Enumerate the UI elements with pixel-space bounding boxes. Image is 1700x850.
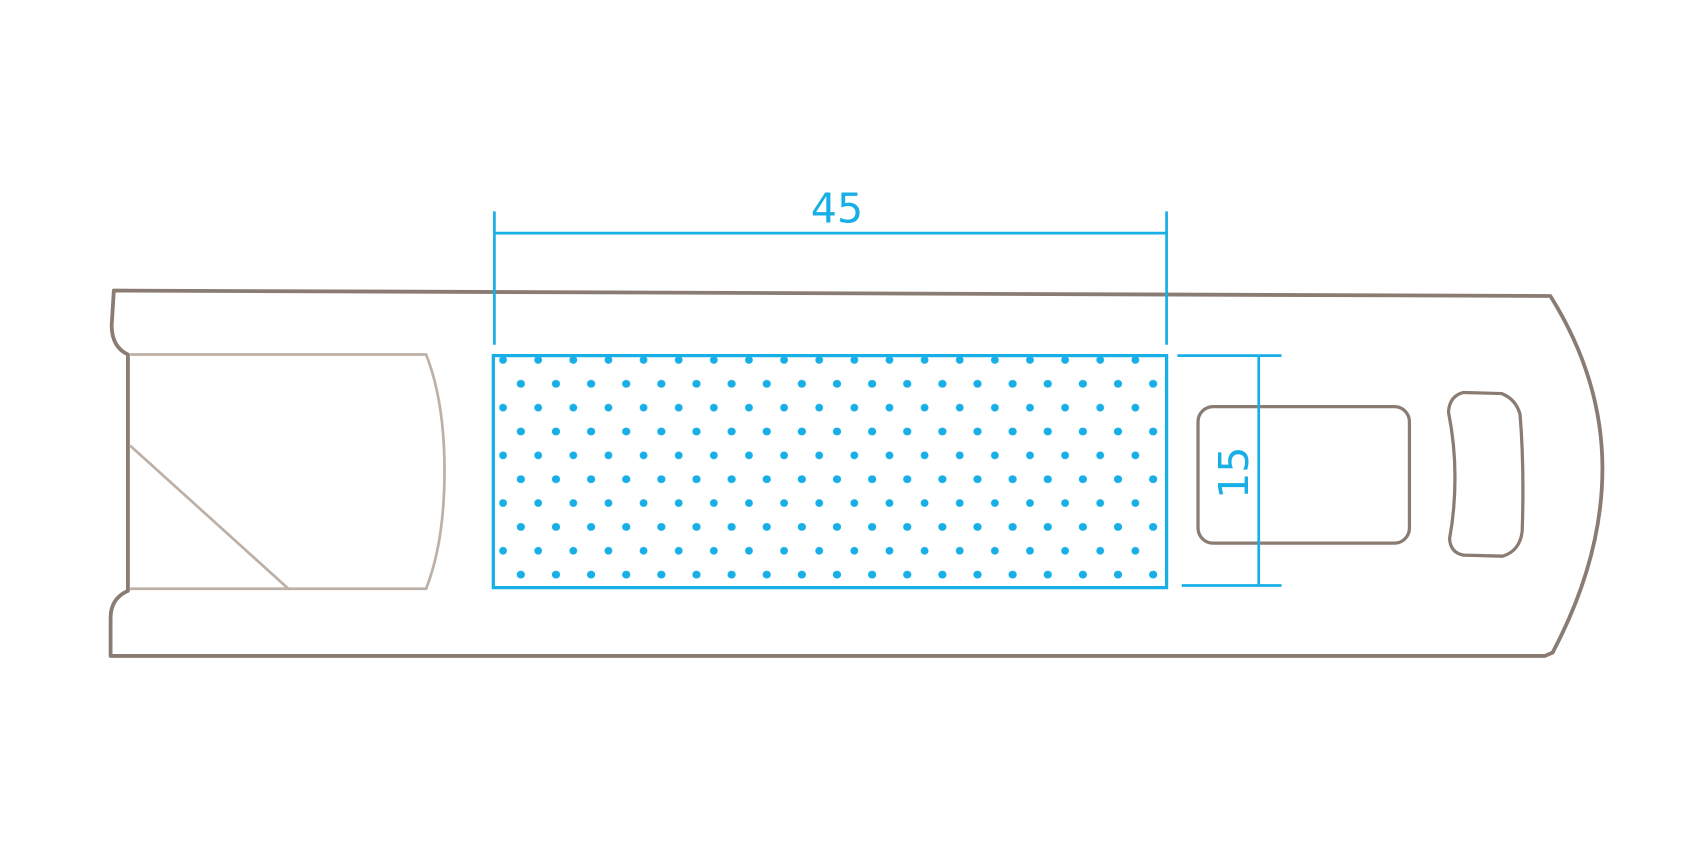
width-dimension: 45 — [493, 184, 1168, 345]
pad-diagonal-line — [129, 444, 290, 590]
curved-slot — [1446, 390, 1525, 558]
pad-end-shape — [130, 353, 446, 591]
width-label: 45 — [811, 184, 863, 232]
rectangular-slot — [1196, 404, 1412, 545]
absorbent-pad — [491, 353, 1169, 590]
height-label: 15 — [1210, 446, 1258, 498]
height-dimension: 15 — [1177, 354, 1282, 587]
strip-outline — [108, 288, 1605, 658]
